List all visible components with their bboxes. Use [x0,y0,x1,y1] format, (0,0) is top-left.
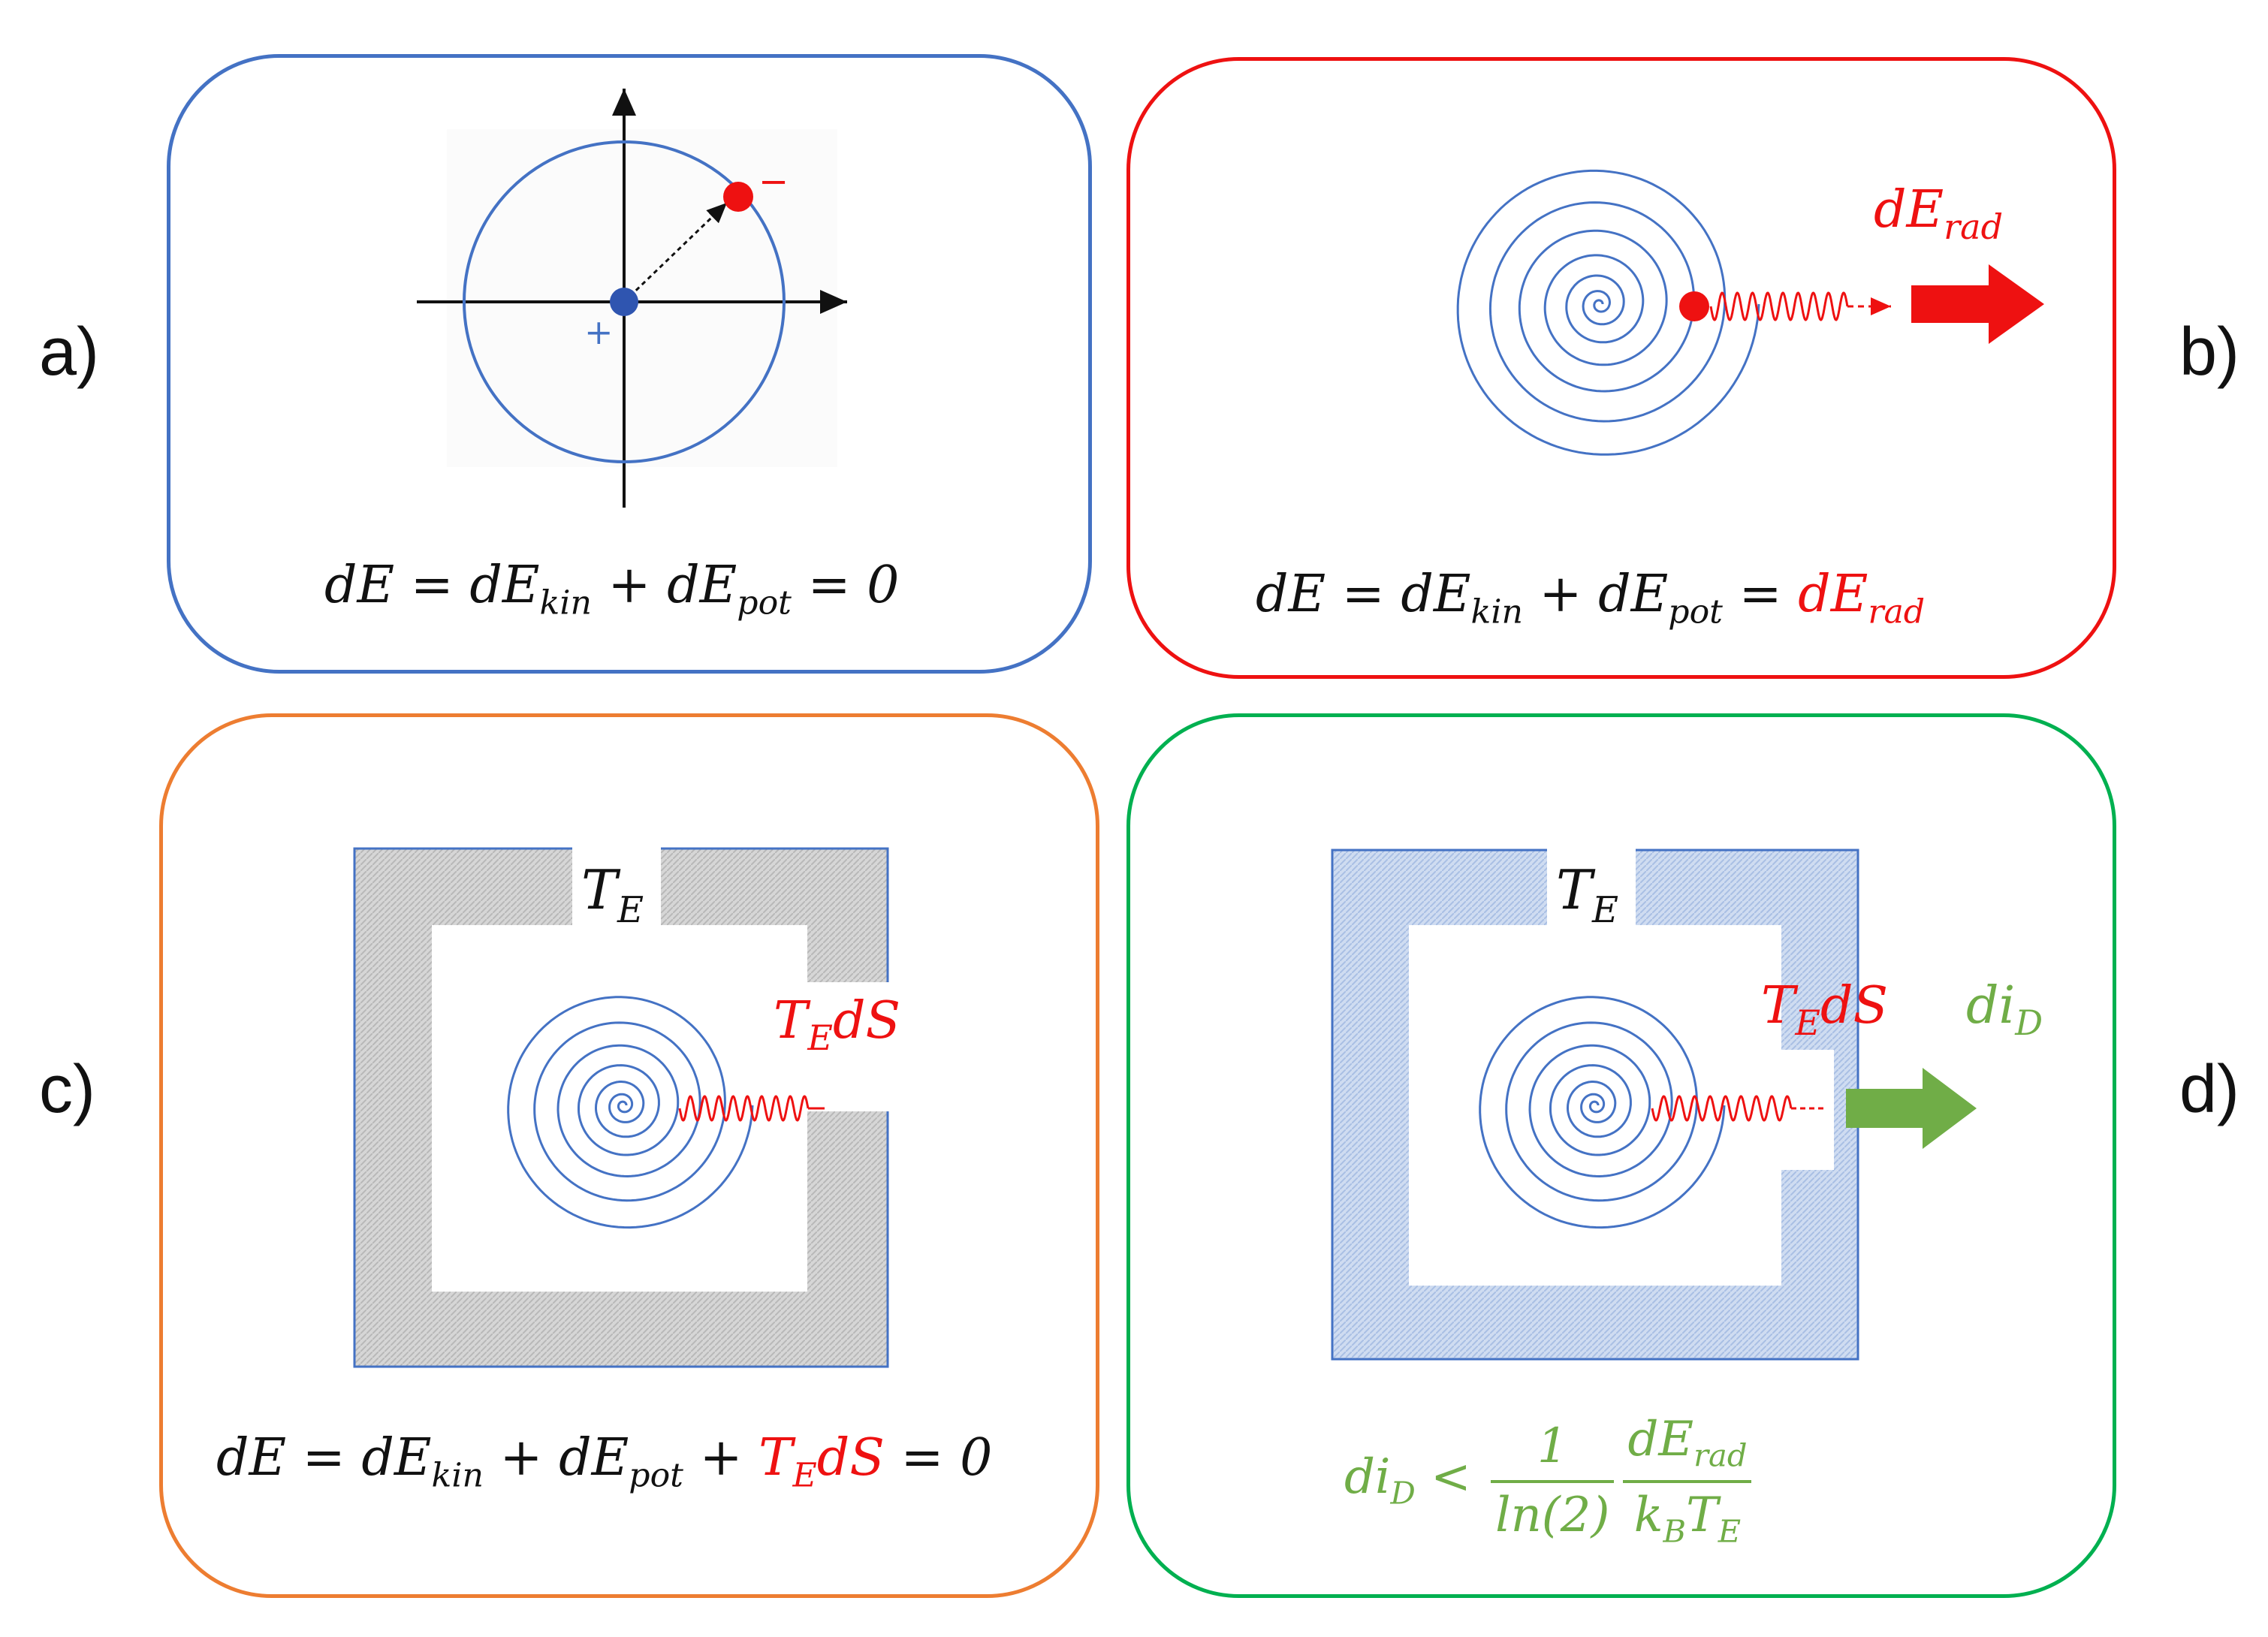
nucleus-sign: + [584,312,614,352]
radiation-wave [1651,1095,1793,1122]
panel-d-reservoir: TE TEdS diD [1331,845,2043,1361]
inspiral-orbit [1479,996,1726,1229]
wall-gap [807,982,890,1111]
nucleus [610,288,638,316]
inspiral-orbit [1456,169,1760,456]
cavity [1409,925,1781,1286]
info-label: diD [1966,976,2043,1043]
panel-label-d: d) [2179,1052,2240,1127]
panel-c-equation: dE = dEkin + dEpot + TEdS = 0 [216,1428,993,1495]
radiation-wave [1709,291,1849,321]
electron [723,182,753,212]
orbit-circle [463,140,786,463]
arrow-label-dErad: dErad [1874,180,2003,247]
information-out-arrow [1846,1068,1977,1149]
inspiral-orbit [507,996,754,1229]
electron [1679,291,1709,321]
electron-sign: − [759,161,789,203]
energy-out-arrow [1911,264,2044,344]
reservoir-temperature: TE [581,858,644,931]
label-gap [1547,845,1636,927]
panel-b-equation: dE = dEkin + dEpot = dErad [1256,565,1926,632]
panel-a-atom: + − [417,89,847,508]
panel-label-a: a) [39,315,100,390]
wall-gap [1781,1050,1834,1170]
radiation-wave [678,1095,810,1122]
panel-b-spiral-group: dErad [1456,169,2044,456]
panel-label-c: c) [39,1052,95,1127]
label-gap [572,845,661,927]
panel-a-equation: dE = dEkin + dEpot = 0 [324,556,900,623]
radius-vector [623,201,728,303]
reservoir-temperature: TE [1556,858,1618,931]
panel-c-reservoir: TE TEdS [353,845,900,1368]
panel-b-frame [1126,57,2116,679]
heat-label: TEdS [1761,976,1888,1043]
panel-label-b: b) [2179,315,2240,390]
heat-label: TEdS [774,991,900,1058]
atom-background [447,129,837,467]
